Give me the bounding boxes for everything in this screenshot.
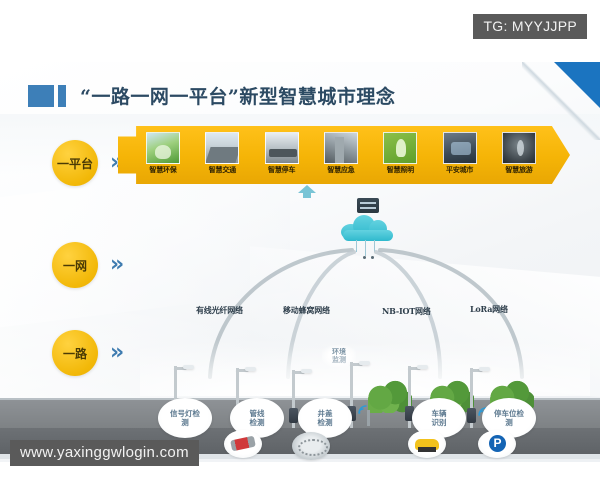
banner-item-label: 智慧停车 bbox=[268, 165, 296, 174]
server-rack-icon bbox=[357, 198, 379, 213]
banner-item[interactable]: 智慧应急 bbox=[314, 129, 368, 174]
sensor-line-1: 停车位检 bbox=[494, 408, 524, 418]
sensor-line-1: 车辆 bbox=[431, 408, 447, 418]
street-light-icon bbox=[405, 365, 428, 428]
network-label: NB-IOT网络 bbox=[382, 306, 431, 316]
sensor-line-2: 检测 bbox=[249, 418, 265, 427]
chevron-right-icon: » bbox=[110, 252, 125, 277]
layer-circle: 一平台 bbox=[52, 140, 98, 186]
lighting-thumb bbox=[383, 132, 418, 164]
watermark-bottom: www.yaxinggwlogin.com bbox=[10, 440, 199, 466]
title-accent-bar bbox=[28, 84, 54, 107]
layer-circle: 一网 bbox=[52, 242, 98, 288]
banner-item[interactable]: 智慧照明 bbox=[373, 129, 427, 174]
banner-item[interactable]: 智慧停车 bbox=[255, 129, 309, 174]
platform-banner: 智慧环保 智慧交通 智慧停车 智慧应急 智慧照明 bbox=[118, 126, 570, 184]
street-light-icon bbox=[289, 369, 312, 428]
wifi-icon bbox=[358, 405, 367, 414]
layer-label-platform: 一平台 » bbox=[52, 140, 124, 186]
banner-item-list: 智慧环保 智慧交通 智慧停车 智慧应急 智慧照明 bbox=[136, 129, 546, 182]
banner-item-label: 智慧旅游 bbox=[505, 165, 533, 174]
layer-circle: 一路 bbox=[52, 330, 98, 376]
sensor-line-1: 信号灯检 bbox=[170, 408, 200, 418]
network-label: LoRa网络 bbox=[470, 304, 508, 314]
street-scene: 信号灯检 测 管线 检测 井盖 检测 车辆 识别 bbox=[0, 338, 600, 460]
vehicle-icon[interactable] bbox=[408, 430, 446, 458]
slide-title-row: “一路一网一平台”新型智慧城市理念 bbox=[28, 82, 395, 109]
page-title: “一路一网一平台”新型智慧城市理念 bbox=[80, 86, 396, 108]
banner-item-label: 智慧照明 bbox=[386, 165, 414, 174]
watermark-top: TG: MYYJJPP bbox=[473, 14, 587, 39]
sensor-label[interactable]: 井盖 检测 bbox=[298, 398, 352, 438]
banner-item[interactable]: 平安城市 bbox=[433, 129, 487, 174]
layer-label-road: 一路 » bbox=[52, 330, 124, 376]
banner-item-label: 智慧交通 bbox=[208, 165, 236, 174]
cloud-link-dot bbox=[371, 256, 374, 259]
tourism-thumb bbox=[501, 132, 536, 164]
banner-item[interactable]: 智慧旅游 bbox=[492, 129, 546, 174]
sensor-label[interactable]: 车辆 识别 bbox=[412, 398, 466, 438]
sensor-line-1: 井盖 bbox=[317, 408, 333, 418]
cloud-platform-icon bbox=[338, 198, 398, 260]
title-accent-bar-small bbox=[58, 84, 66, 107]
road-curb bbox=[0, 398, 600, 400]
network-label: 移动蜂窝网络 bbox=[283, 305, 330, 315]
parking-thumb bbox=[264, 132, 299, 164]
pipeline-icon[interactable] bbox=[224, 430, 262, 458]
chevron-right-icon: » bbox=[110, 340, 125, 365]
emergency-thumb bbox=[323, 132, 358, 164]
environment-thumb bbox=[146, 132, 180, 164]
sensor-line-2: 测 bbox=[181, 418, 189, 427]
banner-item[interactable]: 智慧环保 bbox=[136, 129, 190, 174]
sensor-line-1: 管线 bbox=[249, 408, 265, 418]
street-light-icon bbox=[467, 367, 490, 428]
sensor-line-2: 检测 bbox=[317, 418, 333, 427]
traffic-thumb bbox=[205, 132, 240, 164]
slide-canvas: “一路一网一平台”新型智慧城市理念 一平台 » 一网 » 一路 » 智慧环保 bbox=[0, 62, 600, 462]
sensor-label[interactable]: 信号灯检 测 bbox=[158, 398, 212, 438]
cloud-link-dot bbox=[363, 256, 366, 259]
safe-city-thumb bbox=[442, 132, 477, 164]
manhole-cover-icon[interactable] bbox=[292, 432, 330, 460]
network-label: 有线光纤网络 bbox=[196, 305, 243, 315]
cloud-link-line bbox=[365, 240, 366, 256]
parking-sign-icon[interactable] bbox=[478, 430, 516, 458]
banner-item-label: 智慧应急 bbox=[327, 165, 355, 174]
corner-triangle-decoration bbox=[554, 62, 600, 108]
cloud-link-line bbox=[356, 240, 357, 252]
banner-item-label: 智慧环保 bbox=[149, 165, 177, 174]
sensor-line-2: 识别 bbox=[431, 418, 447, 427]
uplink-arrow-glyph bbox=[298, 185, 316, 198]
banner-item[interactable]: 智慧交通 bbox=[195, 129, 249, 174]
cloud-link-line bbox=[374, 240, 375, 252]
uplink-arrow-icon bbox=[296, 184, 318, 200]
cloud-shape bbox=[341, 214, 395, 241]
banner-item-label: 平安城市 bbox=[446, 165, 474, 174]
sensor-line-2: 测 bbox=[505, 418, 513, 427]
layer-label-network: 一网 » bbox=[52, 242, 124, 288]
